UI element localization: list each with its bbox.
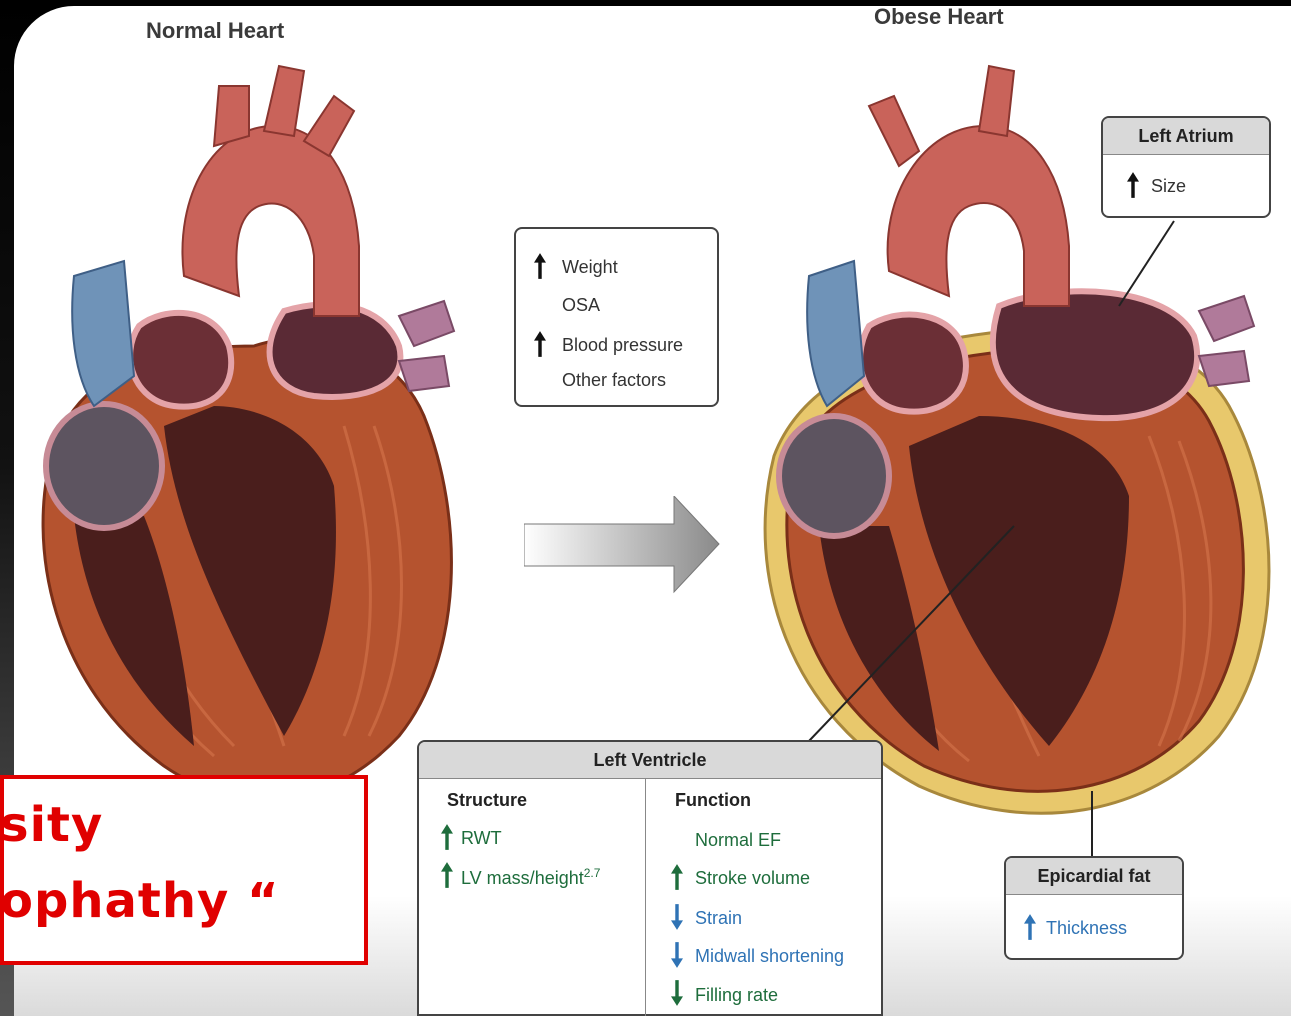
- arrow-up-icon: [1127, 170, 1139, 200]
- arrow-up-icon: [534, 251, 546, 281]
- function-strain: Strain: [695, 908, 742, 929]
- function-heading: Function: [675, 790, 751, 811]
- function-stroke-volume: Stroke volume: [695, 868, 810, 889]
- left-ventricle-box: Left Ventricle Structure RWT LV mass/hei…: [417, 740, 883, 1016]
- epicardial-fat-title: Epicardial fat: [1006, 858, 1182, 895]
- overlay-line-1: sity: [0, 797, 103, 853]
- arrow-up-icon: [534, 329, 546, 359]
- factor-osa: OSA: [562, 295, 600, 316]
- factor-other: Other factors: [562, 370, 666, 391]
- structure-heading: Structure: [447, 790, 527, 811]
- structure-rwt: RWT: [461, 828, 502, 849]
- arrow-down-icon: [671, 940, 683, 970]
- epicardial-fat-box: Epicardial fat Thickness: [1004, 856, 1184, 960]
- left-atrium-title: Left Atrium: [1103, 118, 1269, 155]
- function-midwall-shortening: Midwall shortening: [695, 946, 844, 967]
- factor-blood-pressure: Blood pressure: [562, 335, 683, 356]
- left-atrium-box: Left Atrium Size: [1101, 116, 1271, 218]
- epicardial-fat-thickness: Thickness: [1046, 918, 1127, 939]
- arrow-up-icon: [671, 862, 683, 892]
- risk-factors-box: Weight OSA Blood pressure Other factors: [514, 227, 719, 407]
- left-atrium-size: Size: [1151, 176, 1186, 197]
- column-divider: [645, 778, 646, 1016]
- overlay-line-2: ophathy “: [0, 873, 280, 929]
- arrow-up-icon: [1024, 912, 1036, 942]
- arrow-up-icon: [441, 860, 453, 890]
- overlay-caption-box: sity ophathy “: [0, 775, 368, 965]
- lv-mass-superscript: 2.7: [584, 866, 601, 880]
- structure-lv-mass: LV mass/height2.7: [461, 866, 600, 889]
- function-filling-rate: Filling rate: [695, 985, 778, 1006]
- arrow-down-icon: [671, 978, 683, 1008]
- function-normal-ef: Normal EF: [695, 830, 781, 851]
- arrow-up-icon: [441, 822, 453, 852]
- lv-mass-label: LV mass/height: [461, 868, 584, 888]
- arrow-down-icon: [671, 902, 683, 932]
- left-ventricle-title: Left Ventricle: [419, 742, 881, 779]
- factor-weight: Weight: [562, 257, 618, 278]
